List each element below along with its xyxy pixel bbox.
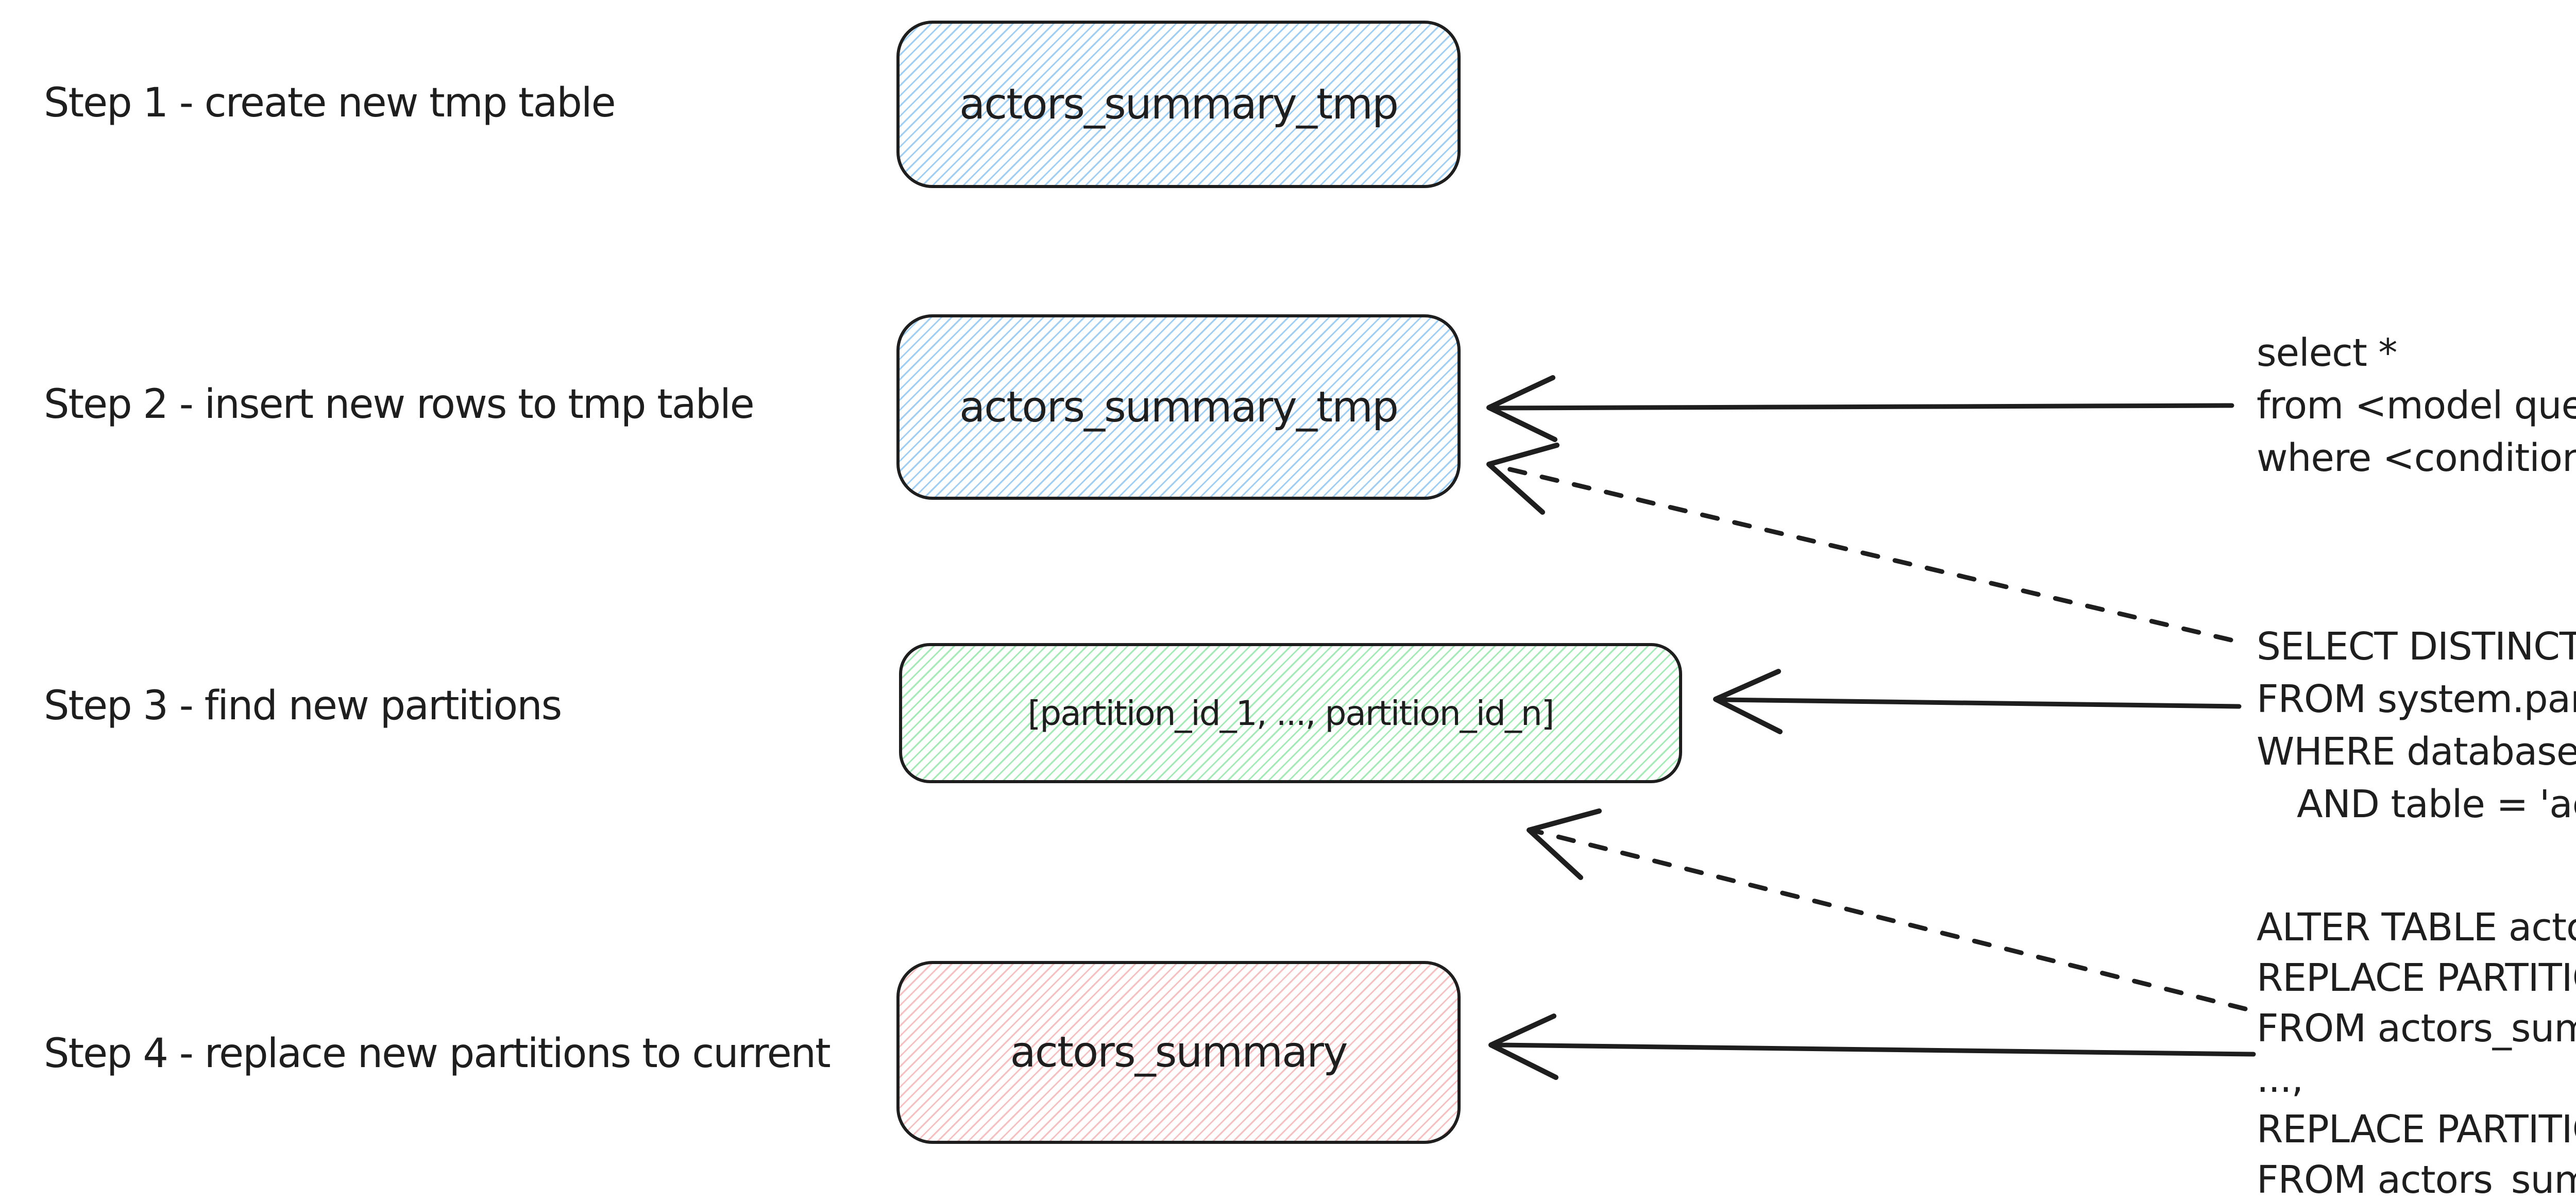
step4-label: Step 4 - replace new partitions to curre… (44, 1031, 831, 1077)
sql-line: from <model query> (2257, 383, 2576, 428)
sql-line: select * (2257, 331, 2397, 375)
sql-step3-find-partitions: SELECT DISTINCT partition_id FROM system… (2257, 620, 2576, 831)
sql-step2-insert: select * from <model query> where <condi… (2257, 327, 2576, 484)
arrow-sql-to-tmp-table (1493, 403, 2234, 411)
dashed-arrow-step3-to-tmp-table (1495, 464, 2233, 643)
dashed-arrow-step4-to-partition-list (1533, 829, 2248, 1011)
sql-line: ..., (2257, 1057, 2303, 1101)
node-tmp-table-step1-label: actors_summary_tmp (959, 80, 1399, 129)
node-current-table-label: actors_summary (1010, 1028, 1348, 1077)
sql-line: REPLACE PARTITION partition_id_n (2257, 1107, 2576, 1152)
arrowhead (1488, 1014, 1558, 1080)
arrowhead (1527, 808, 1602, 880)
node-partition-list-label: [partition_id_1, ..., partition_id_n] (1027, 693, 1555, 733)
step1-label: Step 1 - create new tmp table (44, 80, 616, 126)
sql-step4-replace: ALTER TABLE actors_summary REPLACE PARTI… (2257, 902, 2576, 1199)
arrow-sql-to-partition-list (1719, 697, 2242, 709)
arrowhead (1486, 443, 1560, 515)
node-tmp-table-step1: actors_summary_tmp (896, 21, 1461, 188)
arrowhead (1713, 669, 1783, 734)
node-current-table: actors_summary (896, 961, 1461, 1144)
sql-line: WHERE database = <database> (2257, 730, 2576, 774)
sql-line: FROM system.parts (2257, 677, 2576, 721)
sql-line: FROM actors_summary_tmp, (2257, 1006, 2576, 1051)
node-partition-list: [partition_id_1, ..., partition_id_n] (899, 643, 1682, 783)
node-tmp-table-step2-label: actors_summary_tmp (959, 382, 1399, 432)
sql-line: REPLACE PARTITION partition_id_1 (2257, 956, 2576, 1000)
sql-line: AND table = 'actors_summary_tmp' (2297, 782, 2576, 826)
sql-line: where <condition to identify new> (2257, 436, 2576, 480)
arrow-sql-to-current-table (1495, 1042, 2256, 1057)
step2-label: Step 2 - insert new rows to tmp table (44, 381, 755, 428)
sql-line: FROM actors_summary_tmp, (2257, 1158, 2576, 1199)
sql-line: ALTER TABLE actors_summary (2257, 905, 2576, 950)
sql-line: SELECT DISTINCT partition_id (2257, 624, 2576, 669)
arrowhead (1486, 375, 1557, 442)
step3-label: Step 3 - find new partitions (44, 683, 562, 729)
node-tmp-table-step2: actors_summary_tmp (896, 314, 1461, 500)
